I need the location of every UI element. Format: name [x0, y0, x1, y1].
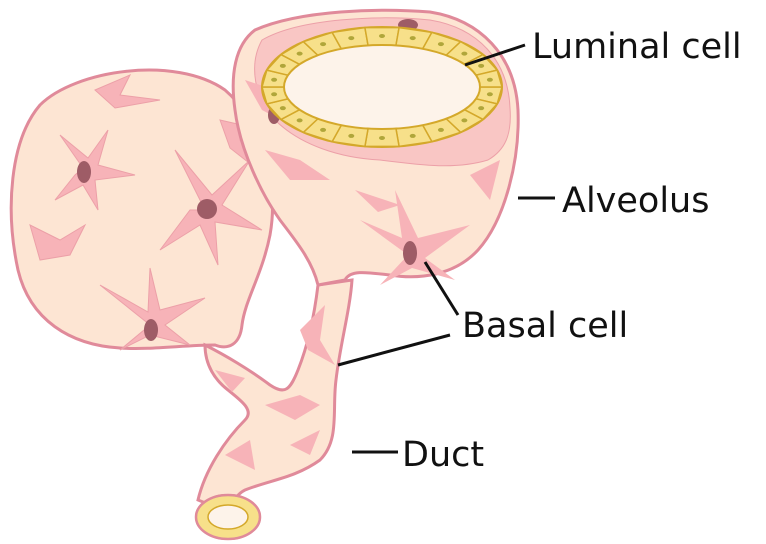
luminal-nucleus [487, 92, 493, 96]
right-alveolus [233, 10, 518, 285]
luminal-nucleus [478, 106, 484, 110]
label-duct: Duct [402, 435, 484, 475]
luminal-nucleus [438, 42, 444, 46]
luminal-nucleus [320, 128, 326, 132]
nucleus [77, 161, 91, 183]
duct-opening [196, 495, 260, 539]
luminal-nucleus [348, 134, 354, 138]
luminal-nucleus [410, 36, 416, 40]
luminal-nucleus [461, 118, 467, 122]
luminal-nucleus [487, 78, 493, 82]
label-basal-cell: Basal cell [462, 306, 628, 346]
luminal-layer [262, 27, 502, 147]
luminal-nucleus [438, 128, 444, 132]
basal-cell-leader-lower [338, 335, 450, 365]
left-alveolus [11, 70, 272, 350]
duct-lumen [208, 505, 248, 529]
luminal-nucleus [348, 36, 354, 40]
nucleus [197, 199, 217, 219]
luminal-nucleus [271, 92, 277, 96]
nucleus [403, 241, 417, 265]
lumen [284, 45, 480, 129]
left-alveolus-body [11, 70, 272, 348]
luminal-nucleus [297, 52, 303, 56]
luminal-nucleus [280, 106, 286, 110]
label-luminal-cell: Luminal cell [532, 27, 742, 67]
luminal-nucleus [320, 42, 326, 46]
luminal-nucleus [379, 34, 385, 38]
luminal-nucleus [410, 134, 416, 138]
luminal-nucleus [280, 64, 286, 68]
label-alveolus: Alveolus [562, 181, 709, 221]
nucleus [144, 319, 158, 341]
luminal-nucleus [271, 78, 277, 82]
luminal-nucleus [478, 64, 484, 68]
luminal-nucleus [297, 118, 303, 122]
luminal-nucleus [461, 52, 467, 56]
luminal-nucleus [379, 136, 385, 140]
